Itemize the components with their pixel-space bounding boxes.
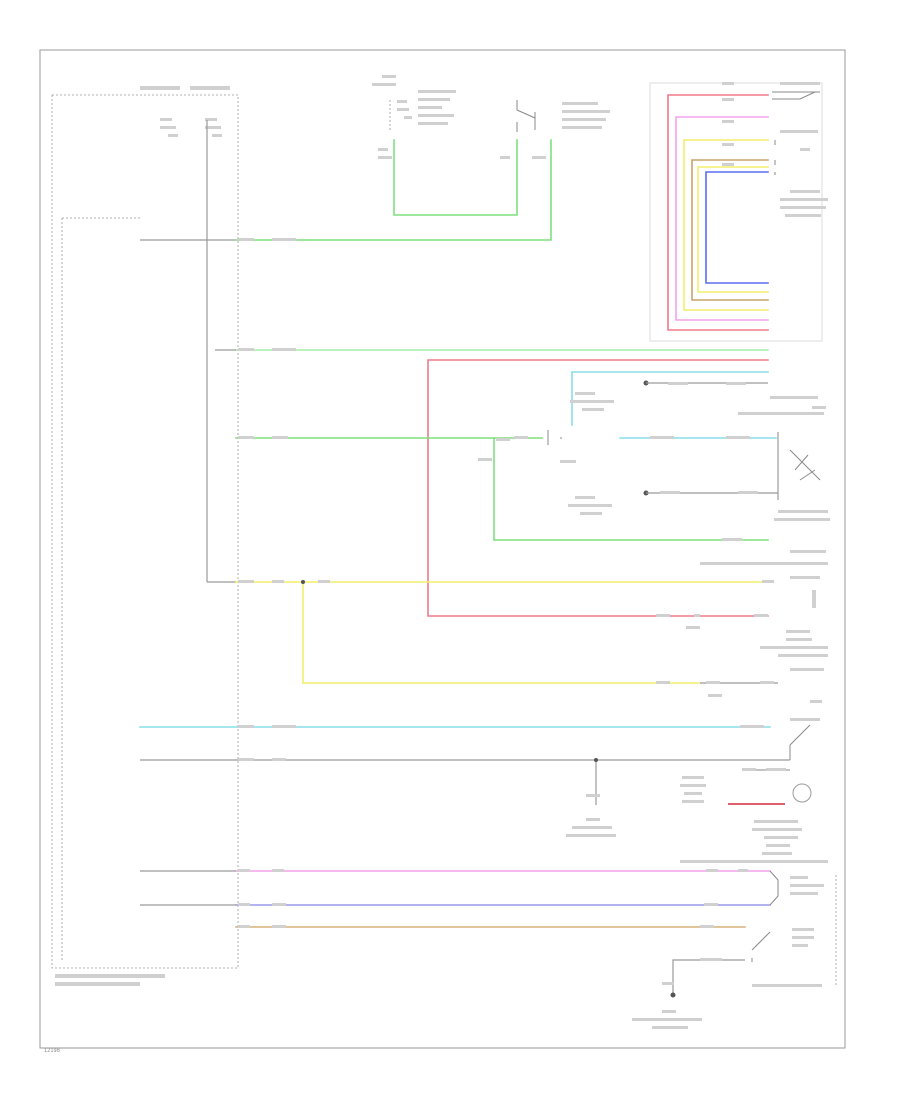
wire-red-loop xyxy=(427,359,769,617)
mode-switch-symbol xyxy=(547,430,562,445)
mode-switch-lower-symbol xyxy=(751,931,771,962)
wire-pink-sensor xyxy=(675,116,769,321)
lower-block-labels xyxy=(238,718,828,863)
lower-mid-labels xyxy=(238,576,828,703)
sensor-lower-symbol xyxy=(769,870,779,906)
indicator-lamp xyxy=(792,783,812,803)
switch-symbol-lower xyxy=(752,724,811,771)
wire-green-down xyxy=(493,437,769,541)
wire-cyan-stub xyxy=(571,371,769,426)
bottom-block-labels xyxy=(238,869,824,1029)
yellow-splice-dot xyxy=(301,580,305,584)
wire-tan-sensor xyxy=(691,159,769,301)
wire-green-brake-feed xyxy=(235,139,552,241)
brake-switch-symbol xyxy=(516,100,536,132)
wire-red-sensor xyxy=(667,94,769,331)
mid-block-labels xyxy=(238,238,830,565)
top-switch-labels xyxy=(372,75,610,159)
wire-yellow-branch xyxy=(302,581,701,684)
control-unit-header-labels xyxy=(140,86,230,137)
sensor-connector-labels xyxy=(722,82,828,217)
wire-yellow-sensor-2 xyxy=(697,166,769,293)
wire-blue-sensor xyxy=(705,171,769,284)
ground-lower-lead xyxy=(672,959,745,995)
position-sensor-symbol xyxy=(777,432,821,500)
wire-yellow-sensor xyxy=(683,139,769,311)
sensor-connector-panel xyxy=(649,82,823,342)
ground-dot-lower xyxy=(670,992,676,998)
control-unit-footer-label xyxy=(55,974,165,986)
sensor-connector-pins xyxy=(772,91,820,175)
diagram-frame xyxy=(39,49,846,1049)
wire-green-top-loop xyxy=(393,139,518,216)
control-unit-box xyxy=(51,94,239,969)
gray-splice-dot xyxy=(594,758,598,762)
control-unit-inner-box xyxy=(61,217,140,962)
page-code: 12198 xyxy=(44,1048,60,1054)
gray-stubs-lower xyxy=(140,870,236,906)
